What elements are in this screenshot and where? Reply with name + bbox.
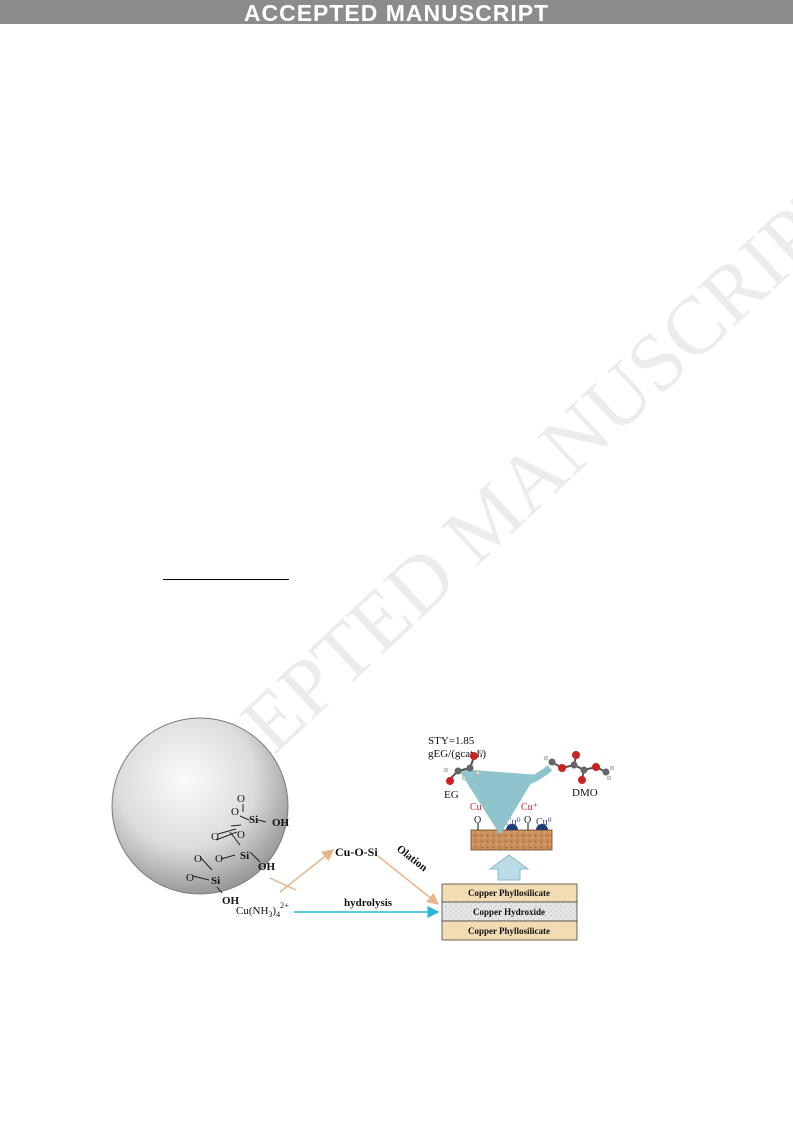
dmo-molecule [543,751,615,784]
sphere-atom-labels: O O Si OH O O Si OH O O Si O OH [186,793,290,907]
o-label: O [211,831,219,843]
o-label: O [231,806,239,818]
eg-label: EG [444,789,459,801]
o-site-label: O [494,815,501,826]
footnote-rule [163,579,289,580]
silanol-bonds [192,804,267,894]
cu-plus-label: Cu⁺ [470,802,487,813]
hydrolysis-label: hydrolysis [344,897,393,909]
layer-label: Copper Phyllosilicate [468,888,550,898]
oh-label: OH [272,817,290,829]
cu-zero-particle [536,824,548,830]
si-label: Si [211,875,220,887]
cu-o-si-label: Cu-O-Si [335,845,378,859]
eg-molecule [443,749,484,785]
cu-zero-label: Cu⁰ [505,817,521,828]
sty-value: STY=1.85 [428,735,475,747]
o-label: O [194,853,202,865]
cu-plus-label: Cu⁺ [491,802,508,813]
sty-unit: gEG/(gcat·h) [428,748,486,760]
olation-label: Olation [394,843,429,874]
oh-label: OH [222,895,240,907]
accepted-manuscript-banner: ACCEPTED MANUSCRIPT [0,0,793,26]
layer-label: Copper Phyllosilicate [468,926,550,936]
si-label: Si [249,814,258,826]
arrow-to-cu-o-si [279,849,335,893]
cu-zero-label: Cu⁰ [536,817,552,828]
layer-label: Copper Hydroxide [473,907,545,917]
si-label: Si [240,850,249,862]
catalyst-slab [470,829,553,851]
o-label: O [237,793,245,805]
oh-label: OH [258,861,276,873]
silica-sphere [111,717,289,895]
copper-ammonia-label: Cu(NH3)42+ [236,901,289,919]
reaction-curve-arrow [457,765,553,835]
o-label: O [215,853,223,865]
layer-phyllosilicate-bottom [441,920,578,941]
cu-plus-label: Cu⁺ [521,802,538,813]
o-site-label: O [524,815,531,826]
up-arrow [488,854,530,881]
o-label: O [186,872,194,884]
olation-arrow [377,855,440,905]
arrow-from-oh [269,877,297,891]
dmo-label: DMO [572,787,598,799]
o-site-label: O [474,815,481,826]
o-label: O [237,829,245,841]
